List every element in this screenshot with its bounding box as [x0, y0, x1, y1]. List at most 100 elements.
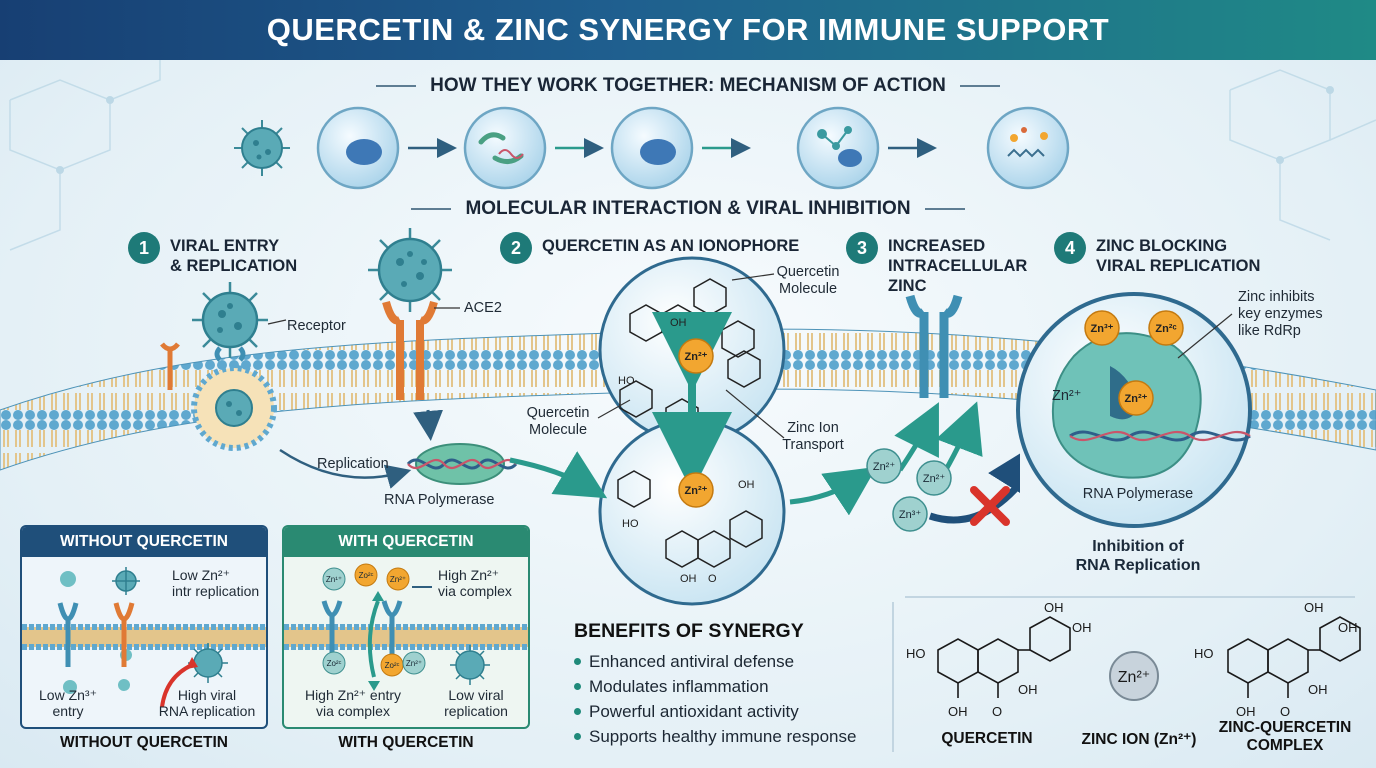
complex-caption-l2: COMPLEX [1246, 737, 1324, 754]
complex-ion-e: Zo²ᶜ [380, 653, 404, 677]
with-label-high-entry-l2: via complex [316, 703, 390, 719]
mechanism-section-title: HOW THEY WORK TOGETHER: MECHANISM OF ACT… [340, 73, 1036, 99]
virus-icon-entering [192, 282, 268, 358]
struct-oh-5: OH [1304, 600, 1324, 615]
struct-o-1: O [992, 704, 1002, 719]
zinc-ion-top: Zn²⁺ [678, 338, 714, 374]
with-label-high-zn-l1: High Zn²⁺ [438, 567, 500, 583]
benefit-text: Supports healthy immune response [589, 726, 857, 746]
svg-text:Zn²⁺: Zn²⁺ [685, 351, 708, 363]
cell-icon-2 [463, 106, 547, 190]
rna-polymerase-label-4: RNA Polymerase [1082, 486, 1194, 502]
zinc-ion-bottom: Zn²⁺ [678, 472, 714, 508]
svg-text:Zn¹⁺: Zn¹⁺ [326, 575, 342, 584]
complex-ion-c: Zn²⁺ [386, 567, 410, 591]
step-1-badge: 1 [128, 232, 160, 264]
struct-oh-4: OH [948, 704, 968, 719]
step-3-title-line2: INTRACELLULAR [888, 257, 1028, 275]
panel-with-header: WITH QUERCETIN [284, 527, 528, 557]
step-3-graphic: Zn²⁺ Zn²⁺ Zn³⁺ [509, 294, 1020, 532]
step-4-title-line2: VIRAL REPLICATION [1096, 257, 1261, 275]
complex-ion-d: Zo²ᶜ [322, 651, 346, 675]
zinc-ion-caption: ZINC ION (Zn²⁺) [1081, 731, 1197, 748]
zn-cell-label: Zn²⁺ [1052, 388, 1082, 404]
with-label-low-viral: Low viral replication [428, 687, 524, 719]
svg-text:Zn²⁺: Zn²⁺ [685, 485, 708, 497]
vertical-divider [892, 602, 894, 752]
zinc-enzyme-ion-3: Zn²⁺ [1118, 380, 1154, 416]
without-caption: WITHOUT QUERCETIN [60, 734, 228, 751]
zinc-enzyme-ion-2: Zn²ᶜ [1148, 310, 1184, 346]
quercetin-structure-icon [937, 616, 1071, 698]
without-label-low-entry: Low Zn²⁺ intr replication [172, 567, 259, 599]
oh-label-c: OH [680, 573, 697, 585]
step-1-title-line2: & REPLICATION [170, 257, 298, 275]
struct-oh-6: OH [1338, 620, 1358, 635]
replication-label: Replication [317, 456, 389, 472]
svg-text:Zn²⁺: Zn²⁺ [1125, 393, 1148, 405]
benefit-item: Modulates inflammation [574, 674, 894, 699]
rna-polymerase-icon [406, 443, 518, 485]
bullet-icon [574, 708, 581, 715]
without-label-high-viral-l2: RNA replication [158, 703, 256, 719]
receptor-label: Receptor [287, 318, 346, 334]
virus-icon-ace2 [368, 228, 452, 312]
svg-text:Zn²⁺: Zn²⁺ [873, 461, 896, 473]
panel-without-quercetin: WITHOUT QUERCETIN Low Zn²⁺ intr replicat… [20, 525, 268, 729]
without-label-low-zn-l1: Low Zn³⁺ [39, 687, 97, 703]
quercetin-caption: QUERCETIN [941, 730, 1033, 747]
title-banner: QUERCETIN & ZINC SYNERGY FOR IMMUNE SUPP… [0, 0, 1376, 60]
ho-label-b: HO [622, 518, 639, 530]
channel-receptor-icon [905, 294, 963, 398]
with-label-low-viral-l1: Low viral [448, 687, 504, 703]
background-hex-pattern [9, 60, 1376, 251]
with-label-high-entry: High Zn²⁺ entry via complex [288, 687, 418, 719]
step-1-graphic [160, 228, 518, 489]
bullet-icon [574, 683, 581, 690]
virus-icon [234, 120, 290, 176]
struct-oh-1: OH [1044, 600, 1064, 615]
step-4-graphic: Zn³⁺ Zn²ᶜ Zn²⁺ [1016, 292, 1252, 528]
inhibition-line2: RNA Replication [1075, 557, 1201, 574]
zinc-ion-transport-label: Zinc Ion Transport [782, 420, 844, 453]
svg-text:Zn²⁺: Zn²⁺ [406, 659, 422, 668]
complex-caption-l1: ZINC-QUERCETIN [1218, 719, 1352, 736]
with-label-high-entry-l1: High Zn²⁺ entry [304, 687, 402, 703]
svg-text:Zn²⁺: Zn²⁺ [390, 575, 406, 584]
step-3-title-line3: ZINC [888, 277, 927, 295]
benefit-text: Enhanced antiviral defense [589, 651, 795, 671]
bullet-icon [574, 658, 581, 665]
cell-icon-5 [986, 106, 1070, 190]
benefit-item: Powerful antioxidant activity [574, 699, 894, 724]
quercetin-molecule-label-2: Quercetin Molecule [526, 405, 590, 438]
page-title: QUERCETIN & ZINC SYNERGY FOR IMMUNE SUPP… [266, 12, 1110, 47]
receptor-icon [160, 342, 180, 390]
svg-text:Zn²⁺: Zn²⁺ [1118, 669, 1150, 686]
cell-icon-1 [316, 106, 400, 190]
step-2-title-line1: QUERCETIN AS AN IONOPHORE [542, 237, 800, 255]
step-4-badge: 4 [1054, 232, 1086, 264]
step-1-heading: 1 VIRAL ENTRY & REPLICATION [128, 232, 298, 276]
without-label-high-viral-l1: High viral [177, 687, 237, 703]
without-label-low-zn-l2: entry [52, 703, 84, 719]
struct-ho-2: HO [1194, 646, 1214, 661]
without-label-low-entry-l1: Low Zn²⁺ [172, 567, 230, 583]
without-label-low-entry-l2: intr replication [172, 583, 260, 599]
with-label-high-zn: High Zn²⁺ via complex [438, 567, 512, 599]
quercetin-molecule-label-1: Quercetin Molecule [776, 264, 840, 297]
panel-with-quercetin: WITH QUERCETIN Zn¹⁺ Zo²ᶜ Zn²⁺ Zo²ᶜ Zo²ᶜ … [282, 525, 530, 729]
struct-oh-3: OH [1018, 682, 1038, 697]
structures-graphic: HO OH OH OH OH O Zn²⁺ HO OH OH OH OH O [906, 600, 1361, 719]
zinc-ion-3: Zn³⁺ [892, 496, 928, 532]
with-label-high-zn-l2: via complex [438, 583, 512, 599]
with-label-low-viral-l2: replication [444, 703, 508, 719]
step-1-title-line1: VIRAL ENTRY [170, 237, 280, 255]
benefit-text: Powerful antioxidant activity [589, 701, 799, 721]
oh-label-b: OH [738, 479, 755, 491]
cell-icon-3 [610, 106, 694, 190]
oh-label-a: OH [670, 317, 687, 329]
horizontal-divider [905, 596, 1355, 598]
ace2-receptor-icon [382, 300, 438, 400]
virus-icon-small-2 [450, 645, 490, 685]
